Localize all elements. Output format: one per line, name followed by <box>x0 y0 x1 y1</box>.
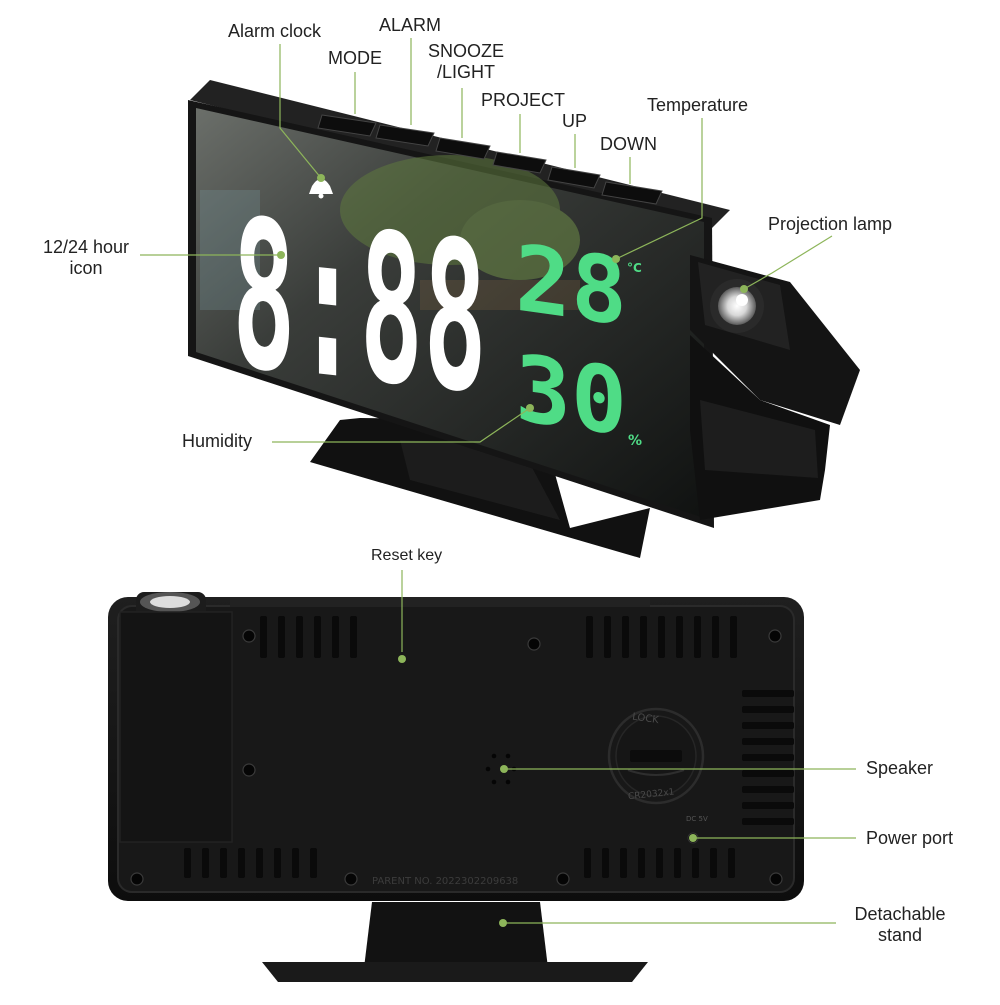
label-temperature: Temperature <box>647 95 749 115</box>
label-down: DOWN <box>600 134 657 154</box>
back-clock: LOCK CR2032x1 DC 5V PARENT NO. 202230220… <box>108 592 804 982</box>
alarm-button[interactable] <box>375 124 435 147</box>
label-projection-lamp: Projection lamp <box>768 214 893 234</box>
front-clock: 8:88 28 °C 30 % <box>188 80 860 558</box>
temperature-unit: °C <box>627 261 642 275</box>
projector-arm <box>690 255 860 520</box>
down-button[interactable] <box>601 181 663 205</box>
label-humidity: Humidity <box>182 431 253 451</box>
label-stand-line2: stand <box>877 925 923 945</box>
battery-cover[interactable] <box>607 707 705 805</box>
alarm-bell-icon <box>309 179 333 199</box>
leader-alarm-clock <box>279 44 322 179</box>
front-buttons <box>317 114 663 205</box>
side-vents <box>742 690 794 825</box>
time-display: 8:88 <box>232 175 487 440</box>
mirror-face <box>196 108 704 518</box>
top-vents-left <box>260 616 357 658</box>
label-snooze-line1: SNOOZE <box>428 41 505 61</box>
bottom-vents <box>184 848 735 878</box>
leader-projection-lamp <box>743 235 833 290</box>
label-hour-icon-line2: icon <box>69 258 103 278</box>
back-stand <box>364 902 548 968</box>
label-hour-icon-line1: 12/24 hour <box>42 237 130 257</box>
label-hour-icon: 12/24 hour icon <box>34 237 138 279</box>
label-detachable-stand: Detachable stand <box>845 904 955 946</box>
leader-humidity <box>272 407 531 443</box>
project-button[interactable] <box>492 151 547 174</box>
label-up: UP <box>562 111 588 131</box>
label-mode: MODE <box>328 48 382 68</box>
dc-text: DC 5V <box>686 815 708 823</box>
label-speaker: Speaker <box>866 758 934 778</box>
snooze-light-button[interactable] <box>435 137 491 160</box>
screws <box>130 629 783 886</box>
battery-text: CR2032x1 <box>628 787 675 802</box>
humidity-value: 30 <box>515 334 627 457</box>
mirror-reflection <box>200 155 580 310</box>
serial-text: PARENT NO. 2022302209638 <box>372 876 518 887</box>
leader-temperature <box>615 118 703 260</box>
top-vents-right <box>586 616 737 658</box>
label-power-port: Power port <box>866 828 954 848</box>
temperature-value: 28 <box>515 224 627 347</box>
label-alarm: ALARM <box>379 15 442 35</box>
label-snooze-line2: /LIGHT <box>437 62 496 82</box>
label-reset-key: Reset key <box>371 547 443 564</box>
leader-lines <box>140 38 856 924</box>
label-stand-line1: Detachable <box>854 904 946 924</box>
leader-dots <box>277 174 748 927</box>
up-button[interactable] <box>547 166 601 189</box>
lock-text: LOCK <box>631 712 659 727</box>
label-project: PROJECT <box>481 90 566 110</box>
mode-button[interactable] <box>317 114 377 137</box>
humidity-unit: % <box>628 433 642 449</box>
label-alarm-clock: Alarm clock <box>228 21 322 41</box>
label-snooze-light: SNOOZE /LIGHT <box>428 41 504 83</box>
